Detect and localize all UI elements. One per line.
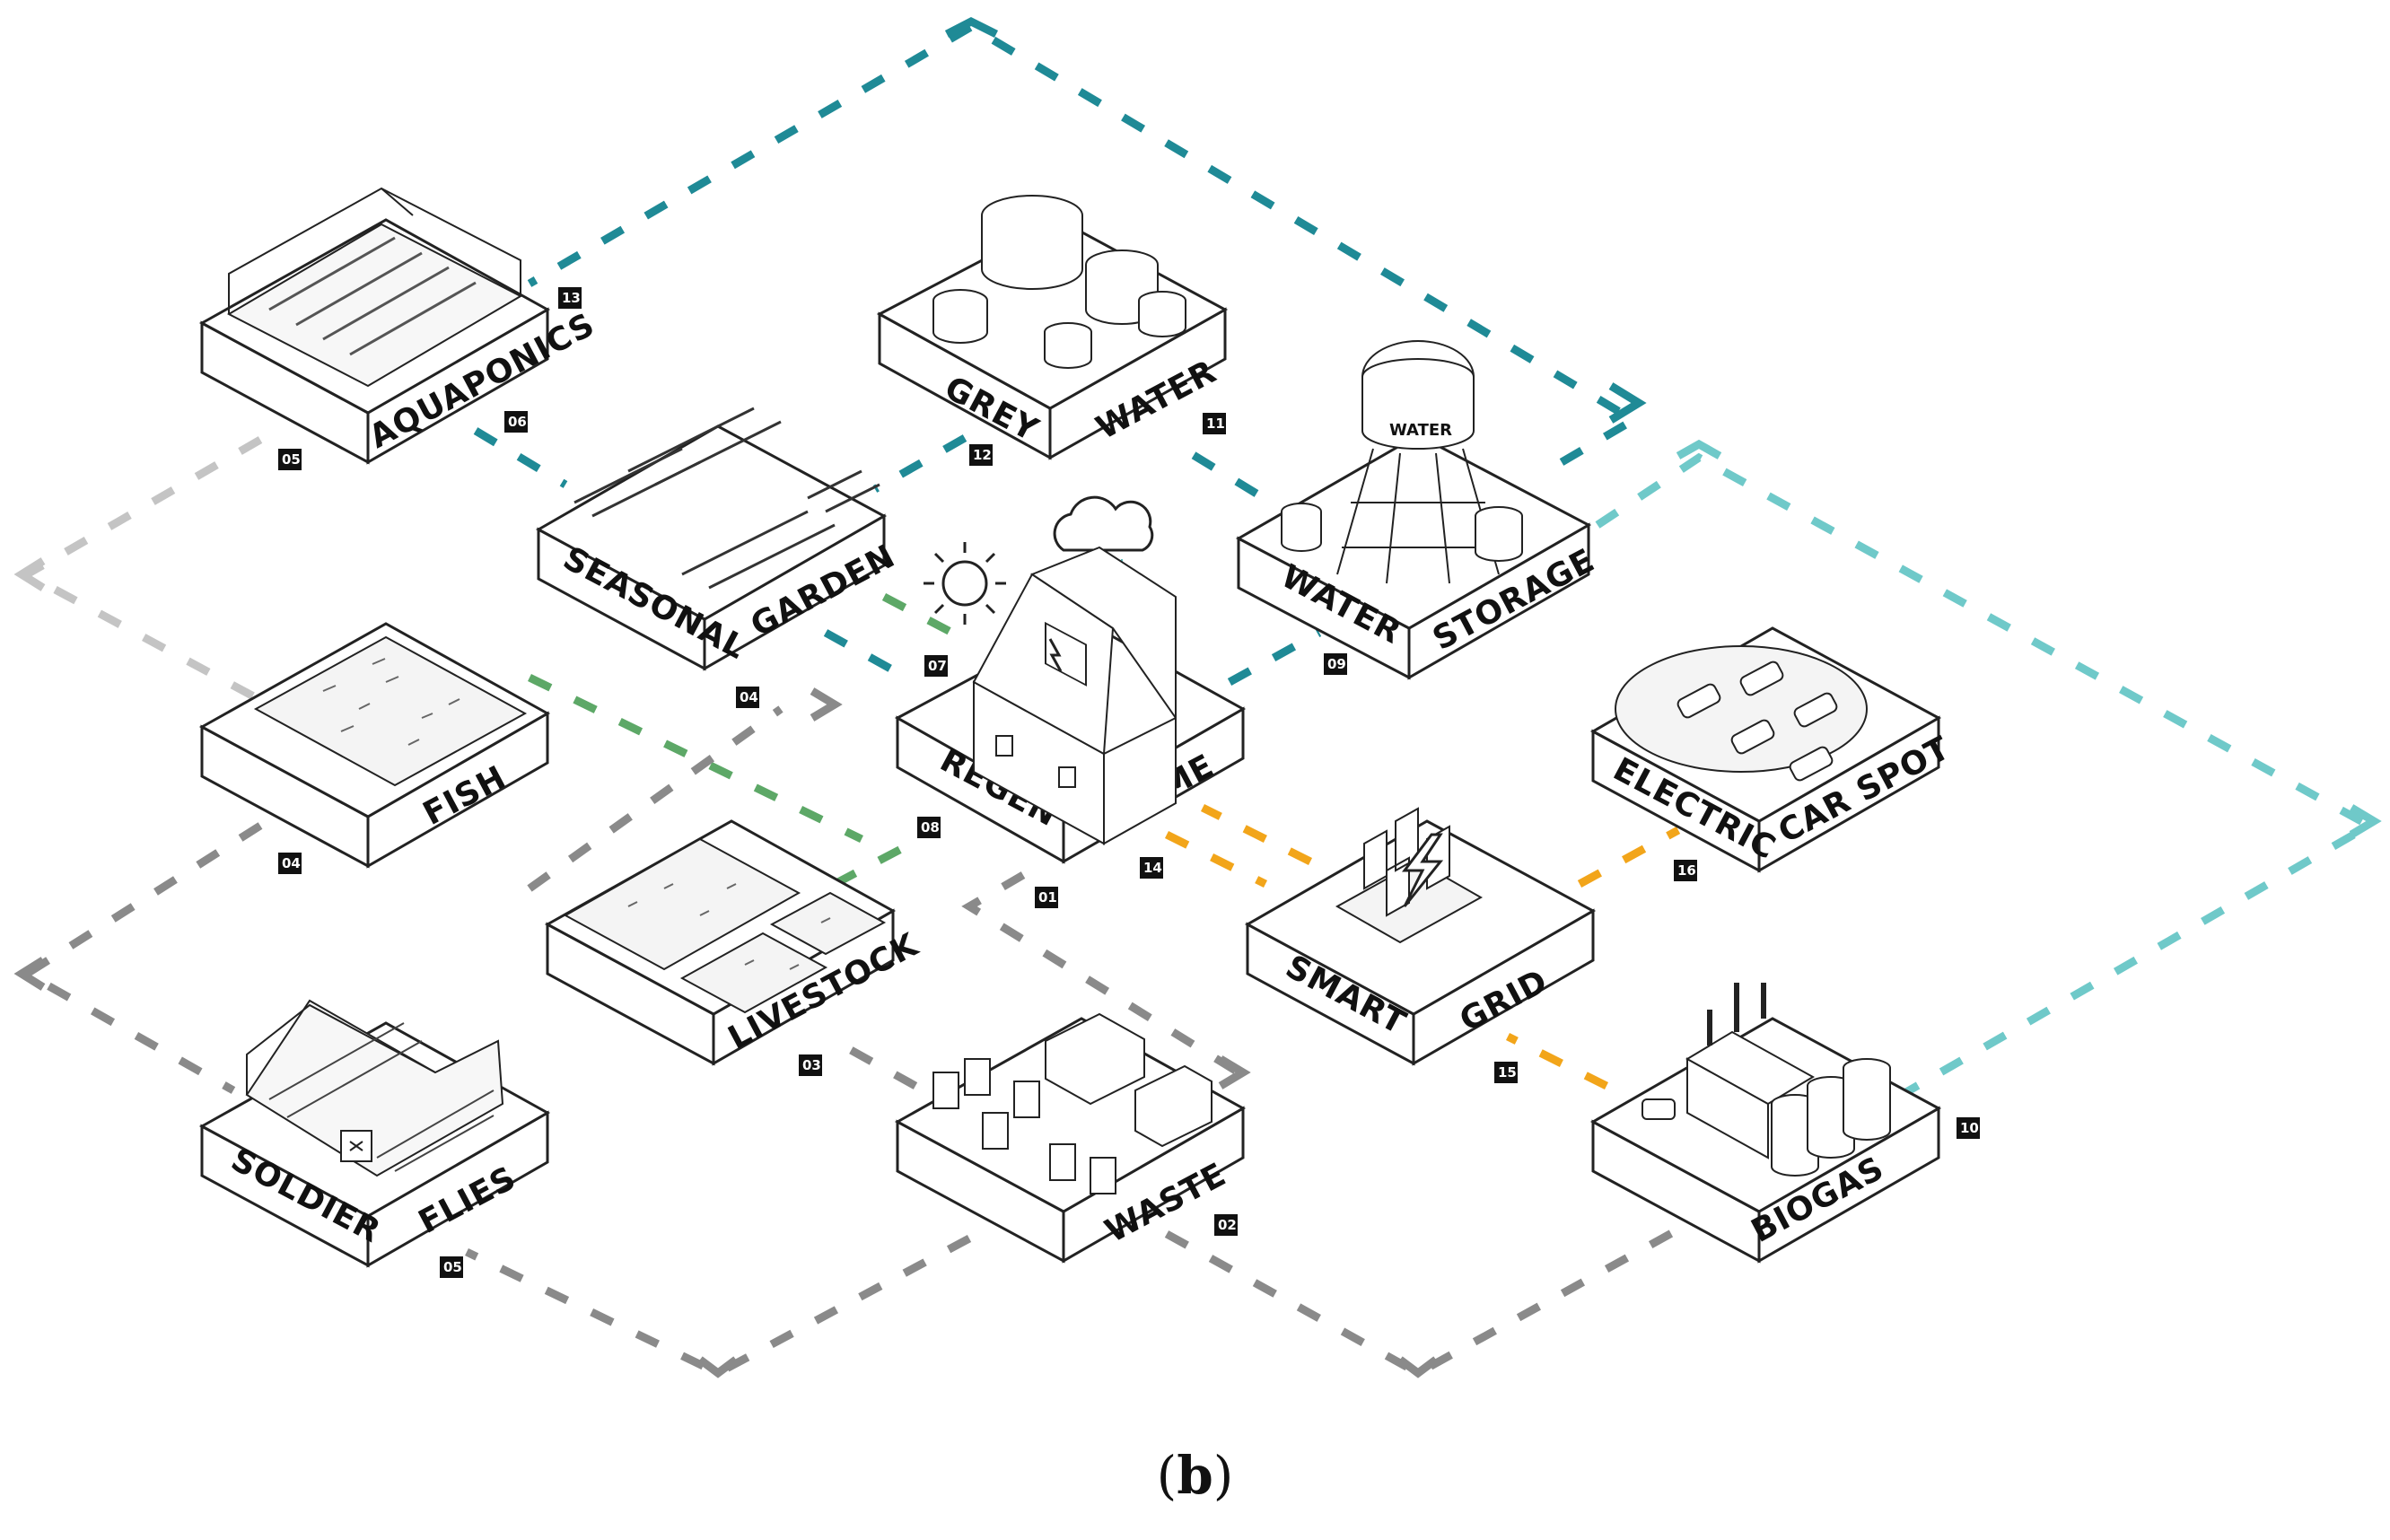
step-badge-08: 08	[917, 817, 941, 838]
flow-garden-to-home	[823, 629, 909, 681]
biogas-plant-icon	[1641, 983, 1891, 1177]
step-badge-03: 03	[799, 1054, 822, 1076]
greenhouse-rows-icon	[226, 187, 523, 388]
flow-waste-to-livestock	[832, 1037, 918, 1089]
svg-text:13: 13	[562, 290, 581, 306]
svg-text:10: 10	[1960, 1120, 1979, 1136]
svg-text:02: 02	[1218, 1217, 1237, 1233]
caption-letter: b	[1177, 1445, 1213, 1506]
svg-text:08: 08	[921, 819, 940, 836]
svg-text:16: 16	[1677, 862, 1696, 879]
flow-grey-corner-bottom-left	[697, 1356, 739, 1378]
flow-lightteal-corner-right	[2349, 804, 2382, 838]
step-badge-14: 14	[1140, 857, 1163, 879]
step-badge-16: 16	[1674, 860, 1697, 881]
step-badges: 13 06 05 11 12 09 07 04 08 04 01 14 16 0…	[278, 287, 1980, 1278]
water-tower-icon: WATER	[1281, 340, 1523, 584]
step-badge-12: 12	[969, 444, 993, 466]
step-badge-05b: 05	[440, 1256, 463, 1278]
flow-fish-loop	[19, 822, 263, 1094]
step-badge-11: 11	[1203, 413, 1226, 434]
flow-home-to-grid	[1164, 830, 1268, 888]
step-badge-06: 06	[504, 411, 528, 433]
bins-icon	[932, 1012, 1213, 1194]
illustrations: WATER	[226, 187, 1891, 1194]
flow-top-corner	[944, 16, 999, 39]
step-badge-15: 15	[1494, 1062, 1518, 1083]
svg-text:14: 14	[1143, 860, 1162, 876]
flow-greywater-to-garden	[872, 434, 967, 493]
flow-waste-to-biogas	[1164, 1226, 1681, 1378]
flow-aquaponics-to-garden	[473, 427, 568, 488]
step-badge-05a: 05	[278, 449, 302, 470]
svg-text:06: 06	[508, 414, 527, 430]
figure-caption: (b)	[1156, 1445, 1234, 1506]
flow-storage-to-biogas	[1595, 452, 2378, 1103]
tank-text: WATER	[1389, 421, 1452, 440]
flow-biogas-to-grid	[1505, 1032, 1609, 1090]
svg-text:04: 04	[282, 855, 301, 871]
lightning-icon	[1335, 807, 1484, 944]
barrels-icon	[932, 195, 1186, 369]
svg-text:15: 15	[1498, 1064, 1517, 1081]
flow-livestock-to-home	[832, 836, 923, 888]
flow-sun-to-home	[881, 593, 972, 645]
flow-grey-corner-waste	[1218, 1055, 1251, 1089]
flow-storage-to-greywater	[1169, 438, 1259, 497]
waste-tile	[894, 1017, 1247, 1264]
svg-text:11: 11	[1206, 416, 1225, 432]
flow-aquaponics-loop	[18, 436, 263, 704]
svg-text:09: 09	[1327, 656, 1346, 672]
step-badge-04a: 04	[736, 687, 759, 708]
flow-grid-to-car	[1577, 827, 1681, 888]
flow-home-to-storage	[1227, 629, 1322, 686]
svg-text:07: 07	[928, 658, 947, 674]
flow-home-to-waste	[961, 871, 1241, 1076]
cars-icon	[1615, 645, 1868, 782]
seasonal-garden-tile	[535, 424, 888, 671]
svg-text:04: 04	[740, 689, 758, 705]
crop-rows-icon	[573, 407, 880, 590]
flow-lightteal-corner	[1676, 439, 1722, 459]
fish-pond-icon	[253, 635, 528, 787]
flow-garden-to-soldierflies	[527, 705, 784, 892]
flow-grey-corner-bottom-right	[1397, 1356, 1439, 1378]
fly-greenhouse-icon	[245, 999, 504, 1177]
step-badge-04b: 04	[278, 853, 302, 874]
flow-waste-loop-bottom	[465, 1235, 972, 1378]
flow-storage-to-aquaponics	[527, 22, 1641, 466]
svg-text:05: 05	[443, 1259, 462, 1275]
flow-grid-to-home	[1200, 803, 1313, 866]
animal-pens-icon	[563, 837, 887, 1014]
flow-right-corner	[1608, 382, 1647, 424]
grey-water-tile	[876, 218, 1229, 460]
flow-lightgrey-corner	[13, 557, 46, 591]
step-badge-07: 07	[924, 655, 948, 677]
step-badge-02: 02	[1214, 1214, 1238, 1236]
svg-text:05: 05	[282, 451, 301, 468]
flow-fish-to-livestock	[528, 673, 863, 844]
svg-text:12: 12	[973, 447, 992, 463]
svg-text:01: 01	[1038, 889, 1057, 906]
sun-icon	[924, 542, 1006, 625]
flow-grey-corner-left	[13, 957, 46, 991]
house-icon	[972, 546, 1177, 845]
step-badge-13: 13	[558, 287, 582, 309]
step-badge-10: 10	[1957, 1117, 1980, 1139]
water-storage-tile	[1235, 433, 1592, 680]
flow-arrows	[13, 16, 2382, 1378]
svg-text:03: 03	[802, 1057, 821, 1073]
flow-grey-corner-garden	[810, 687, 843, 722]
step-badge-09: 09	[1324, 653, 1347, 675]
step-badge-01: 01	[1035, 887, 1058, 908]
